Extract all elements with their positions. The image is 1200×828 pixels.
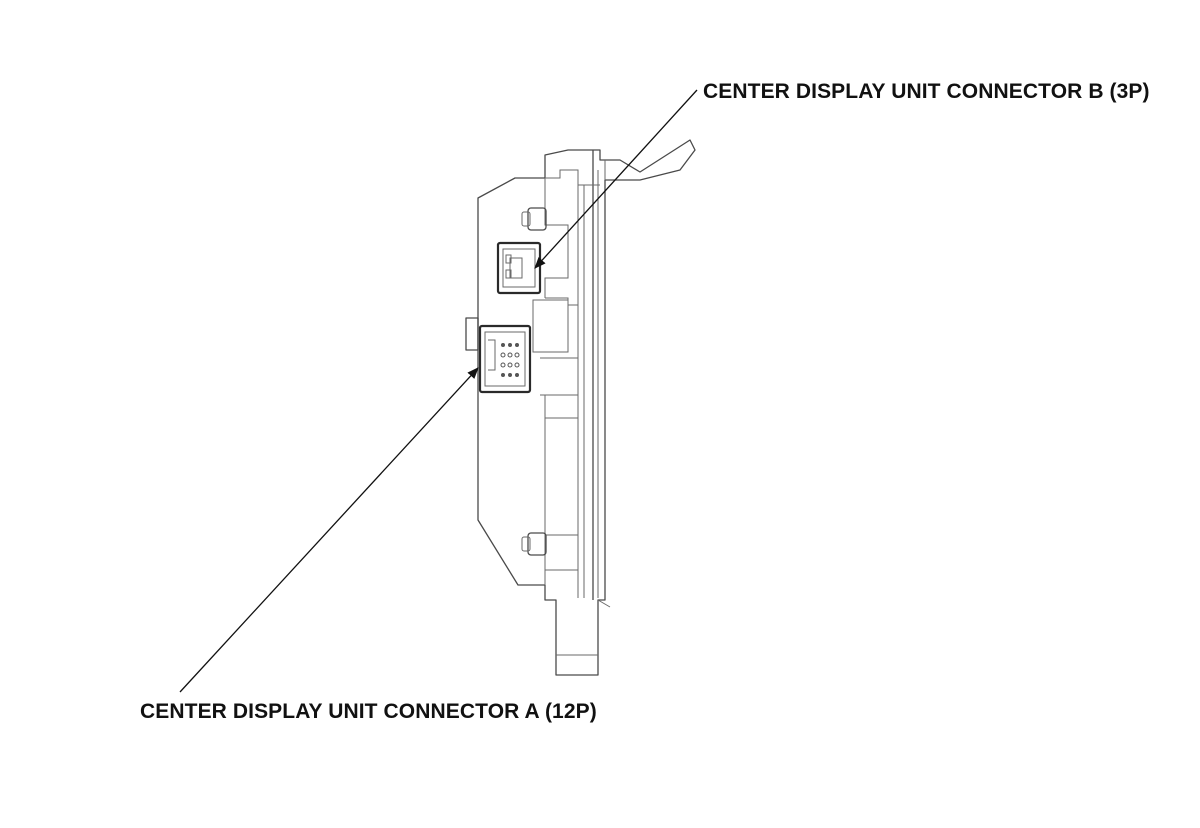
leader-line-connector-b <box>534 89 698 269</box>
rear-housing <box>477 139 696 676</box>
connector-a-socket <box>478 324 532 394</box>
mounting-bolt-top <box>527 207 547 231</box>
connector-b-callout: CENTER DISPLAY UNIT CONNECTOR B (3P) <box>703 80 1150 103</box>
connector-b-socket <box>496 241 542 295</box>
connector-a-callout: CENTER DISPLAY UNIT CONNECTOR A (12P) <box>140 700 597 723</box>
mounting-bolt-bottom <box>527 532 547 556</box>
center-display-unit <box>465 139 696 676</box>
leader-line-connector-a <box>179 367 479 693</box>
